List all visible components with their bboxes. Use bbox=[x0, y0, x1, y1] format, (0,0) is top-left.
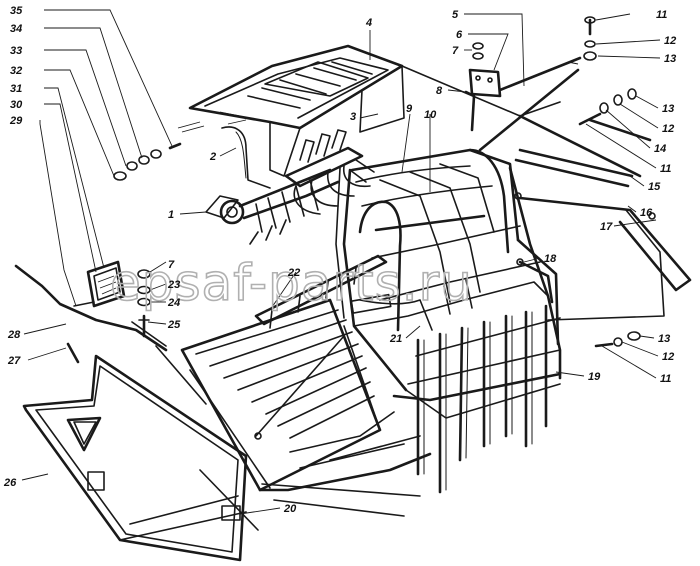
wire-cage bbox=[335, 148, 562, 392]
callout-9: 9 bbox=[406, 103, 413, 115]
callout-25: 25 bbox=[167, 319, 181, 331]
callout-4: 4 bbox=[365, 17, 372, 29]
bottom-tray bbox=[180, 298, 432, 517]
callout-20: 20 bbox=[283, 503, 297, 515]
long-rod bbox=[14, 264, 207, 405]
callout-23: 23 bbox=[167, 279, 180, 291]
callout-27: 27 bbox=[7, 355, 21, 367]
callout-15: 15 bbox=[648, 181, 661, 193]
callout-11-low: 11 bbox=[660, 373, 671, 385]
callout-21: 21 bbox=[389, 333, 402, 345]
callout-1: 1 bbox=[168, 209, 174, 221]
side-plate bbox=[221, 126, 271, 189]
callout-29: 29 bbox=[9, 115, 23, 127]
callout-13-mid: 13 bbox=[662, 103, 674, 115]
callout-13-top: 13 bbox=[664, 53, 676, 65]
top-cover bbox=[188, 44, 405, 177]
gear-drive-assembly bbox=[205, 168, 340, 245]
callout-6: 6 bbox=[456, 29, 463, 41]
callout-12-mid: 12 bbox=[662, 123, 674, 135]
callout-8: 8 bbox=[436, 85, 443, 97]
callout-17: 17 bbox=[600, 221, 613, 233]
callout-19: 19 bbox=[588, 371, 601, 383]
callout-5: 5 bbox=[452, 9, 459, 21]
callout-labels: 1 2 3 4 5 6 7 8 9 10 11 12 13 13 12 14 1… bbox=[3, 5, 676, 515]
callout-7-left: 7 bbox=[168, 259, 175, 271]
callout-11-mid: 11 bbox=[660, 163, 671, 175]
bolt-upper-right bbox=[583, 16, 597, 61]
callout-28: 28 bbox=[7, 329, 21, 341]
callout-7-top: 7 bbox=[452, 45, 459, 57]
callout-12-top: 12 bbox=[664, 35, 676, 47]
side-panel bbox=[22, 354, 259, 562]
callout-30: 30 bbox=[10, 99, 23, 111]
callout-32: 32 bbox=[10, 65, 22, 77]
callout-12-low: 12 bbox=[662, 351, 674, 363]
callout-16: 16 bbox=[640, 207, 653, 219]
bolt-right-middle bbox=[578, 88, 637, 126]
callout-34: 34 bbox=[10, 23, 22, 35]
leader-lines bbox=[21, 9, 661, 515]
callout-18: 18 bbox=[544, 253, 557, 265]
callout-13-low: 13 bbox=[658, 333, 670, 345]
side-rod bbox=[516, 258, 554, 304]
callout-33: 33 bbox=[10, 45, 22, 57]
vertical-rods bbox=[392, 304, 562, 494]
callout-26: 26 bbox=[3, 477, 17, 489]
callout-2: 2 bbox=[209, 151, 216, 163]
callout-31: 31 bbox=[10, 83, 22, 95]
hinge-bracket bbox=[73, 260, 126, 308]
bolt-right-lower bbox=[594, 331, 641, 348]
tine-comb bbox=[284, 129, 375, 215]
callout-10: 10 bbox=[424, 109, 437, 121]
callout-22: 22 bbox=[287, 267, 300, 279]
watermark: epsaf-parts.ru bbox=[110, 254, 473, 312]
fastener-stack-upper-left bbox=[113, 142, 182, 181]
callout-14: 14 bbox=[654, 143, 666, 155]
fastener-stack-left bbox=[137, 269, 151, 338]
callout-24: 24 bbox=[167, 297, 180, 309]
callout-3: 3 bbox=[350, 111, 356, 123]
callout-11-top: 11 bbox=[656, 9, 667, 21]
callout-35: 35 bbox=[10, 5, 23, 17]
mounting-plate bbox=[401, 42, 582, 152]
pin bbox=[66, 342, 80, 364]
right-frame bbox=[514, 114, 692, 321]
